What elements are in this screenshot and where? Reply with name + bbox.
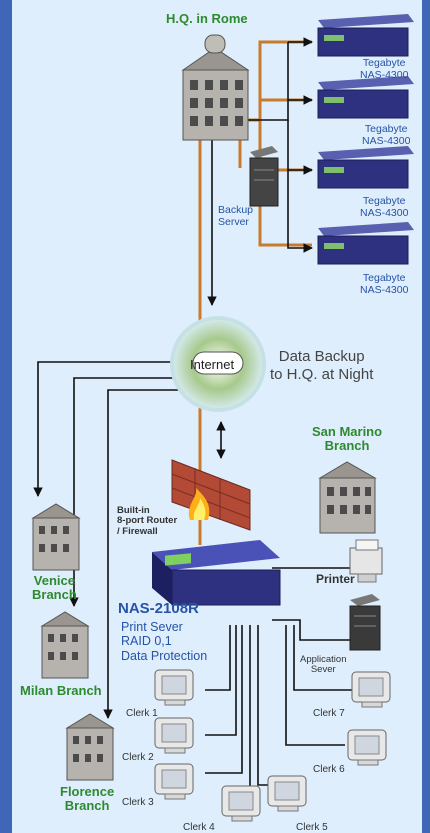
nas-rack-3-icon (317, 146, 414, 189)
clerk-2-label: Clerk 2 (122, 752, 154, 763)
internet-label: Internet (190, 357, 235, 372)
clerk-3-monitor-icon (154, 763, 194, 800)
san-marino-label: San Marino Branch (312, 424, 383, 454)
clerk-3-label: Clerk 3 (122, 797, 154, 808)
venice-building-icon (31, 503, 81, 571)
florence-building-icon (65, 713, 115, 781)
nas-1-model: NAS-4300 (360, 68, 409, 81)
clerk-4-label: Clerk 4 (183, 822, 215, 833)
nas-main-features: Print Sever RAID 0,1 Data Protection (121, 620, 208, 663)
right-frame-border (422, 0, 430, 833)
clerk-1-monitor-icon (154, 669, 194, 706)
nas-rack-1-icon (317, 14, 414, 57)
clerk-6-label: Clerk 6 (313, 764, 345, 775)
network-links (33, 37, 352, 790)
clerk-4-monitor-icon (221, 785, 261, 822)
clerk-7-monitor-icon (351, 671, 391, 708)
nas-1-name: Tegabyte (362, 57, 406, 69)
florence-branch-label: Florence Branch (60, 784, 115, 814)
milan-building-icon (40, 611, 90, 679)
nas-label-4: Tegabyte NAS-4300 (360, 272, 409, 296)
nas-2-name: Tegabyte (364, 123, 408, 135)
nas-label-2: Tegabyte NAS-4300 (362, 123, 411, 147)
nas-3-model: NAS-4300 (360, 206, 409, 219)
internet-globe-icon (170, 316, 266, 412)
backup-server-icon (249, 146, 279, 207)
app-server-label: Application Sever (300, 654, 347, 676)
san-marino-building-icon (318, 461, 377, 534)
nas-4-model: NAS-4300 (360, 283, 409, 296)
backup-server-label: Backup Server (218, 204, 254, 228)
nas-label-3: Tegabyte NAS-4300 (360, 195, 409, 219)
firewall-icon (171, 459, 251, 531)
clerk-2-monitor-icon (154, 717, 194, 754)
hq-title: H.Q. in Rome (166, 11, 248, 26)
printer-icon (349, 539, 383, 583)
hq-building-icon (181, 34, 250, 141)
nas-rack-2-icon (317, 76, 414, 119)
nas-main-model: NAS-2108R (118, 600, 199, 617)
venice-branch-label: Venice Branch (32, 573, 77, 603)
nas-label-1: Tegabyte NAS-4300 (360, 57, 409, 81)
nas-3-name: Tegabyte (362, 195, 406, 207)
clerk-6-monitor-icon (347, 729, 387, 766)
clerk-5-label: Clerk 5 (296, 822, 328, 833)
clerk-1-label: Clerk 1 (126, 708, 158, 719)
application-server-icon (349, 594, 381, 651)
nas-4-name: Tegabyte (362, 272, 406, 284)
backup-note: Data Backup to H.Q. at Night (270, 348, 374, 383)
nas-2108r-device-icon (152, 540, 281, 606)
nas-2-model: NAS-4300 (362, 134, 411, 147)
milan-branch-label: Milan Branch (20, 683, 102, 698)
clerk-5-monitor-icon (267, 775, 307, 812)
router-label: Built-in 8-port Router / Firewall (117, 505, 178, 537)
clerk-7-label: Clerk 7 (313, 708, 345, 719)
nas-rack-4-icon (317, 222, 414, 265)
left-frame-border (0, 0, 12, 833)
printer-label: Printer (316, 572, 355, 586)
